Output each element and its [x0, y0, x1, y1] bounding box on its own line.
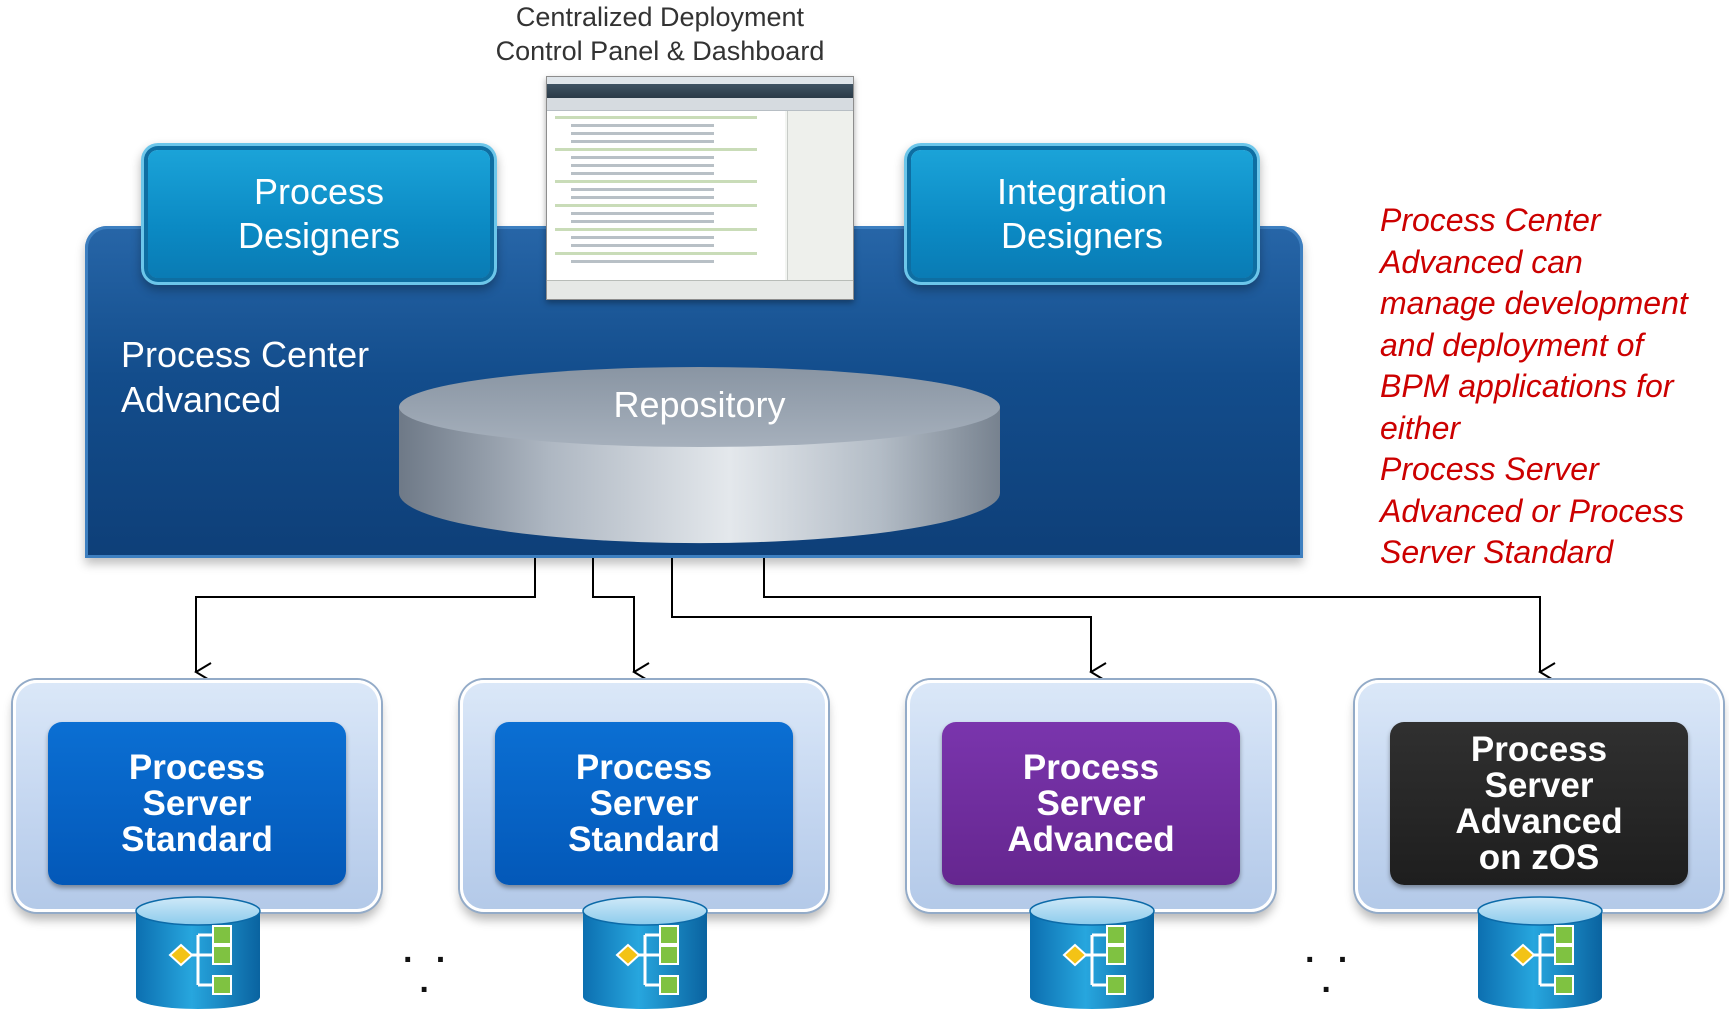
- dashboard-screenshot: [546, 76, 854, 300]
- connector-to-server-3: [671, 558, 1107, 682]
- note-line: manage development: [1380, 285, 1688, 321]
- note-line: and deployment of: [1380, 326, 1644, 363]
- integration-designers-box: Integration Designers: [911, 150, 1253, 278]
- note-line: Advanced can: [1380, 243, 1583, 280]
- note-line: Advanced or Process: [1380, 492, 1685, 529]
- server-label-line: Server: [589, 783, 699, 823]
- connector-to-server-2: [592, 558, 650, 682]
- note-line: Process Center: [1380, 202, 1601, 238]
- note-line: either: [1380, 409, 1461, 446]
- server-label-line: Standard: [568, 819, 720, 859]
- process-center-label: Process Center Advanced: [121, 332, 369, 422]
- server-label-line: Advanced: [1455, 801, 1623, 841]
- note-line: Server Standard: [1380, 534, 1614, 570]
- repository-cylinder: [399, 367, 1000, 544]
- process-database-icon: [1476, 895, 1604, 1009]
- server-label-line: Process: [1470, 729, 1608, 769]
- server-label-line: Process: [575, 747, 713, 787]
- more-servers-ellipsis: · · ·: [402, 941, 454, 1009]
- process-database-icon: [1028, 895, 1156, 1009]
- process-server-advanced-box: Process Server Advanced: [942, 722, 1240, 885]
- server-label-line: Standard: [121, 819, 273, 859]
- process-center-label-line1: Process Center: [121, 334, 370, 375]
- server-label-line: Advanced: [1007, 819, 1175, 859]
- connector-to-server-4: [763, 558, 1556, 682]
- dashboard-caption-line1: Centralized Deployment: [515, 2, 805, 32]
- dashboard-caption: Centralized Deployment Control Panel & D…: [470, 0, 850, 68]
- server-label-line: Process: [1022, 747, 1160, 787]
- process-server-standard-box-1: Process Server Standard: [48, 722, 346, 885]
- process-server-advanced-zos-box: Process Server Advanced on zOS: [1390, 722, 1688, 885]
- integration-designers-line2: Designers: [1000, 215, 1164, 256]
- process-server-standard-box-2: Process Server Standard: [495, 722, 793, 885]
- repository-label: Repository: [613, 384, 786, 425]
- integration-designers-line1: Integration: [996, 171, 1168, 212]
- server-label-line: Process: [128, 747, 266, 787]
- note-line: BPM applications for: [1380, 368, 1674, 404]
- connector-to-server-1: [194, 558, 536, 682]
- server-label-line: Server: [1484, 765, 1594, 805]
- explanatory-note: Process Center Advanced can manage devel…: [1380, 200, 1725, 574]
- process-database-icon: [581, 895, 709, 1009]
- process-designers-line1: Process: [253, 171, 385, 212]
- server-label-line: Server: [142, 783, 252, 823]
- process-database-icon: [134, 895, 262, 1009]
- more-servers-ellipsis: · · ·: [1304, 941, 1356, 1009]
- note-line: Process Server: [1380, 451, 1599, 487]
- process-designers-line2: Designers: [237, 215, 401, 256]
- server-label-line: Server: [1036, 783, 1146, 823]
- process-center-label-line2: Advanced: [121, 379, 282, 420]
- server-label-line: on zOS: [1478, 837, 1600, 877]
- dashboard-caption-line2: Control Panel & Dashboard: [495, 36, 825, 66]
- process-designers-box: Process Designers: [148, 150, 490, 278]
